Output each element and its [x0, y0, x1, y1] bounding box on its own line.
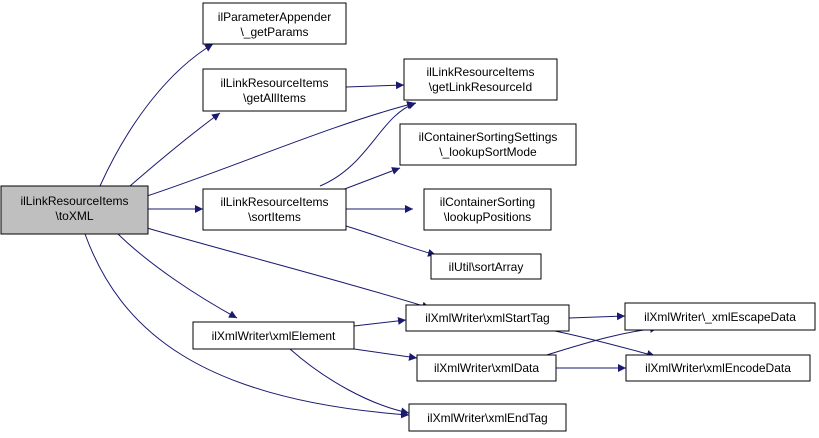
node-si-line2: \sortItems	[248, 210, 301, 224]
node-xen[interactable]: ilXmlWriter\xmlEncodeData	[625, 354, 811, 382]
node-clp-line2: \lookupPositions	[444, 210, 531, 224]
edge-xd-xed	[539, 324, 659, 358]
edge-si-usa	[345, 225, 437, 257]
node-gai-line2: \getAllItems	[243, 91, 306, 105]
node-csm-line2: \_lookupSortMode	[439, 145, 537, 159]
edge-si-csm	[341, 167, 401, 191]
node-glr[interactable]: ilLinkResourceItems \getLinkResourceId	[403, 58, 558, 101]
node-tox[interactable]: ilLinkResourceItems \toXML	[0, 185, 149, 235]
edge-gai-glr	[345, 81, 405, 90]
node-gai-line1: ilLinkResourceItems	[220, 76, 328, 90]
node-clp[interactable]: ilContainerSorting \lookupPositions	[423, 188, 552, 231]
edge-tox-pa	[99, 43, 214, 187]
node-pa-line2: \_getParams	[240, 25, 308, 39]
node-xe[interactable]: ilXmlWriter\xmlElement	[192, 321, 355, 350]
edge-xe-xst	[353, 316, 407, 327]
node-xd[interactable]: ilXmlWriter\xmlData	[416, 354, 557, 382]
node-xet[interactable]: ilXmlWriter\xmlEndTag	[408, 403, 567, 432]
edge-tox-xet	[84, 233, 410, 419]
node-usa-line1: ilUtil\sortArray	[449, 260, 524, 274]
edge-xe-xd	[353, 348, 418, 361]
edge-xst-xen	[549, 329, 656, 358]
node-pa-line1: ilParameterAppender	[218, 10, 331, 24]
node-xst[interactable]: ilXmlWriter\xmlStartTag	[405, 304, 570, 332]
edge-tox-xst	[146, 227, 431, 310]
node-glr-line2: \getLinkResourceId	[429, 80, 532, 94]
node-glr-line1: ilLinkResourceItems	[426, 65, 534, 79]
node-xst-line1: ilXmlWriter\xmlStartTag	[425, 311, 549, 325]
node-si-line1: ilLinkResourceItems	[220, 195, 328, 209]
node-xet-line1: ilXmlWriter\xmlEndTag	[427, 411, 547, 425]
edge-xst-xed	[568, 312, 626, 321]
node-csm[interactable]: ilContainerSortingSettings \_lookupSortM…	[399, 123, 577, 166]
node-xd-line1: ilXmlWriter\xmlData	[434, 361, 539, 375]
node-pa[interactable]: ilParameterAppender \_getParams	[202, 2, 347, 45]
node-xed[interactable]: ilXmlWriter\_xmlEscapeData	[624, 302, 816, 331]
node-xed-line1: ilXmlWriter\_xmlEscapeData	[644, 310, 796, 324]
edge-si-glr	[319, 101, 417, 187]
node-usa[interactable]: ilUtil\sortArray	[430, 253, 542, 280]
edge-tox-xe	[117, 233, 238, 319]
node-csm-line1: ilContainerSortingSettings	[419, 130, 558, 144]
node-tox-line1: ilLinkResourceItems	[20, 194, 128, 208]
edge-tox-glr	[146, 101, 416, 197]
node-tox-line2: \toXML	[55, 209, 93, 223]
node-clp-line1: ilContainerSorting	[440, 195, 535, 209]
node-si[interactable]: ilLinkResourceItems \sortItems	[202, 188, 347, 231]
edge-xe-xet	[289, 348, 410, 416]
edge-tox-gai	[129, 112, 221, 187]
node-gai[interactable]: ilLinkResourceItems \getAllItems	[202, 68, 347, 112]
node-xe-line1: ilXmlWriter\xmlElement	[212, 329, 336, 343]
node-xen-line1: ilXmlWriter\xmlEncodeData	[645, 361, 791, 375]
